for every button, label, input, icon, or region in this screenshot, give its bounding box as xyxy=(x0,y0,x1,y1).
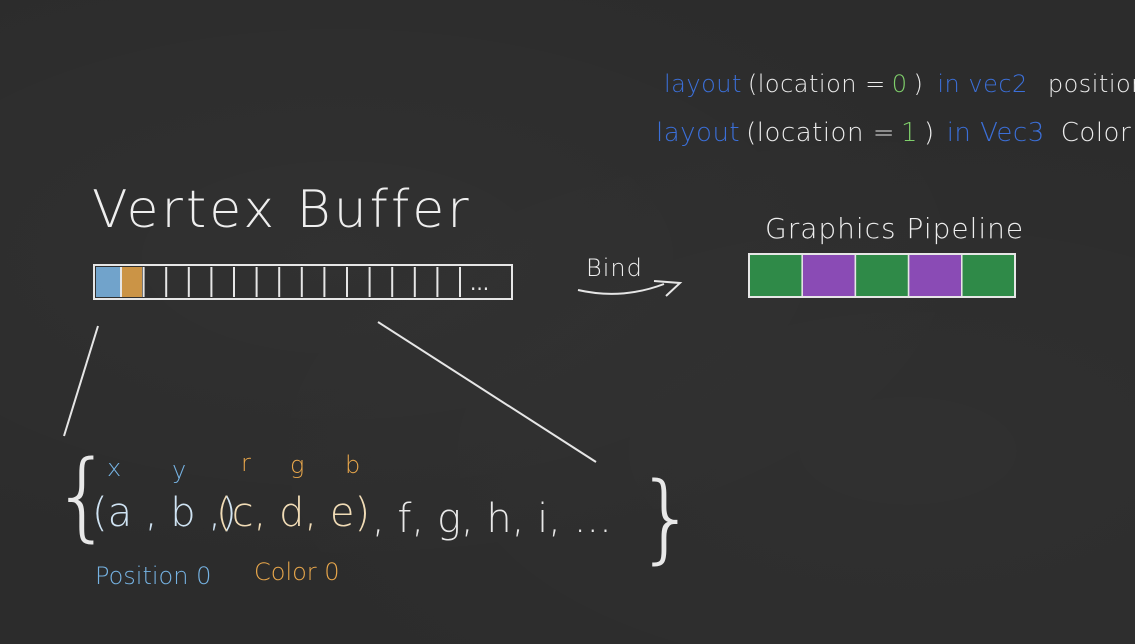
pipeline-segments xyxy=(748,253,1016,298)
tuple-rest-text: , f, g, h, i, ... xyxy=(372,496,612,542)
code-token: layout xyxy=(656,118,741,148)
code-token: Color ; xyxy=(1060,118,1135,148)
code-token: (location = xyxy=(746,118,895,148)
component-label-x: x xyxy=(107,454,122,482)
left-connector-line xyxy=(63,325,99,437)
position-attribute-label: Position 0 xyxy=(95,562,212,590)
code-token: layout xyxy=(664,70,742,98)
buffer-cell-dividers xyxy=(120,267,461,297)
code-token: in Vec3 xyxy=(946,118,1045,148)
pipeline-segment-green xyxy=(748,253,803,298)
code-token: ) xyxy=(924,118,935,148)
vertex-buffer-title: Vertex Buffer xyxy=(92,180,472,240)
code-line-color: layout(location =1) in Vec3 Color ; xyxy=(656,118,1135,148)
bind-arrow xyxy=(577,283,665,295)
bind-arrow-head xyxy=(653,280,683,297)
graphics-pipeline-title: Graphics Pipeline xyxy=(765,212,1025,245)
open-brace: { xyxy=(52,440,114,552)
tuple-group-position-text: (a , b ,) xyxy=(92,490,237,536)
pipeline-segment-purple xyxy=(801,253,857,298)
tuple-rest: , f, g, h, i, ... xyxy=(372,496,612,542)
tuple-group-color: (c, d, e) xyxy=(216,490,370,536)
right-connector-line xyxy=(377,321,597,463)
code-token: position ; xyxy=(1047,70,1135,98)
component-label-g: g xyxy=(290,451,305,479)
component-label-y: y xyxy=(172,456,187,484)
pipeline-segment-green xyxy=(854,253,910,298)
code-token: (location = xyxy=(747,70,886,98)
buffer-cell-position xyxy=(96,267,121,297)
code-token: 1 xyxy=(900,118,919,148)
color-attribute-label: Color 0 xyxy=(254,558,340,586)
pipeline-outline xyxy=(748,253,1016,298)
pipeline-segment-purple xyxy=(907,253,963,298)
buffer-ellipsis-text: ... xyxy=(470,271,489,295)
component-label-r: r xyxy=(241,449,251,477)
code-token: in vec2 xyxy=(937,70,1028,98)
tuple-group-position: (a , b ,) xyxy=(92,490,237,536)
code-line-position: layout(location =0) in vec2 position ; xyxy=(664,70,1135,98)
vertex-buffer-outline xyxy=(93,264,513,300)
buffer-cell-color xyxy=(121,267,142,297)
code-token: 0 xyxy=(891,70,908,98)
tuple-group-color-text: (c, d, e) xyxy=(216,490,371,536)
code-token: ) xyxy=(913,70,924,98)
component-label-b: b xyxy=(345,451,361,479)
bind-label: Bind xyxy=(586,254,643,282)
pipeline-segment-green xyxy=(961,253,1016,298)
close-brace: } xyxy=(636,462,698,574)
